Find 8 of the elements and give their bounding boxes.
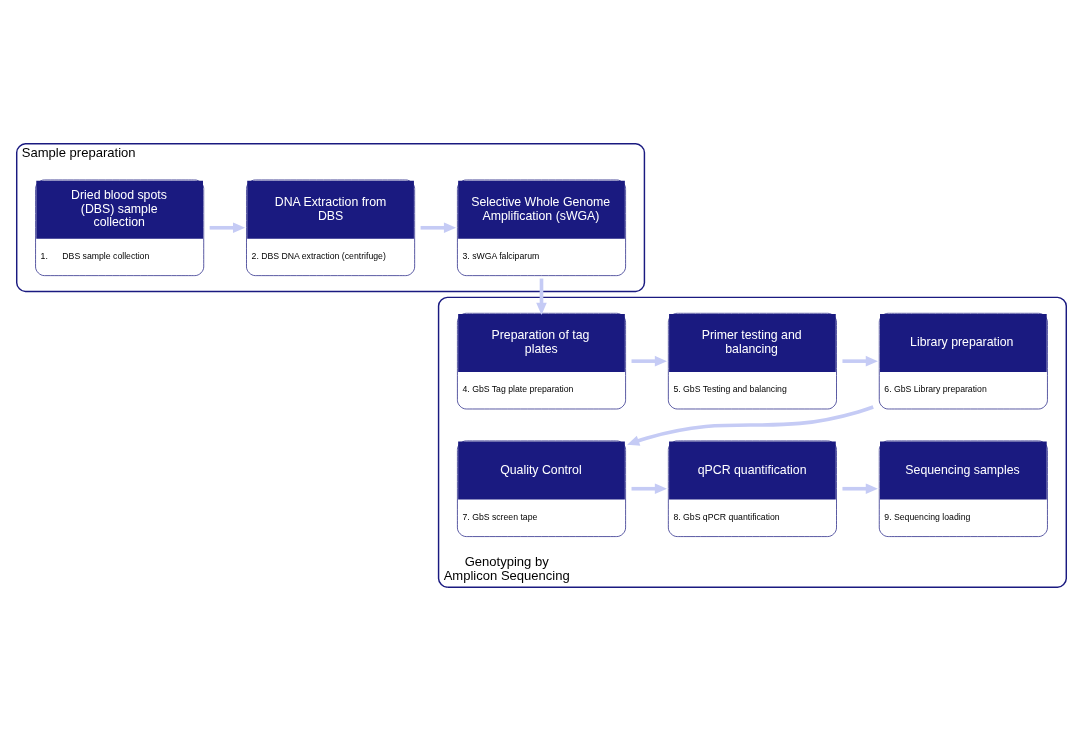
arrow bbox=[209, 222, 246, 234]
arrow bbox=[631, 355, 667, 367]
arrow bbox=[420, 222, 457, 234]
arrow bbox=[842, 483, 878, 495]
arrow bbox=[536, 278, 547, 315]
arrow bbox=[631, 483, 667, 495]
arrow bbox=[627, 405, 874, 446]
arrow bbox=[842, 355, 878, 367]
